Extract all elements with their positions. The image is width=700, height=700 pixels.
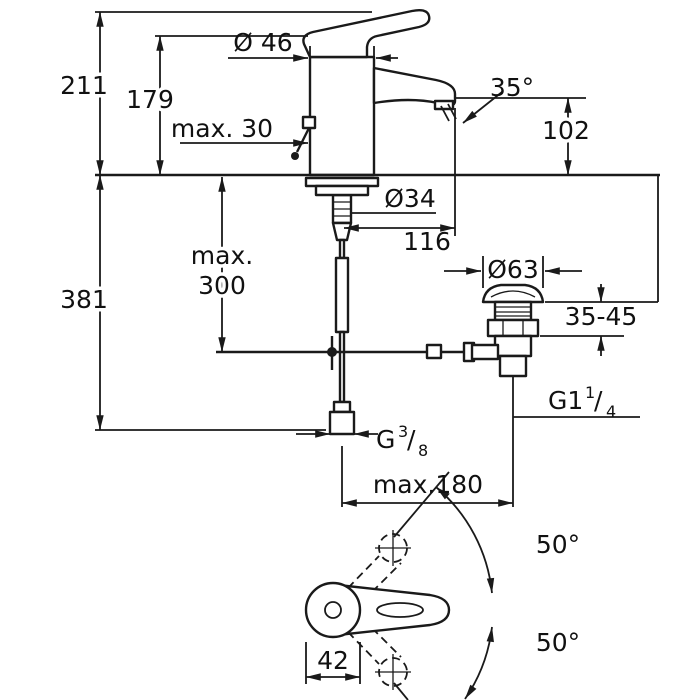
supply-nut	[328, 410, 356, 436]
dim-total-height-label: 211	[60, 71, 108, 100]
waste-flange-dome	[481, 283, 545, 304]
mounting-hardware	[304, 176, 380, 436]
dimension-labels: 211 179 Ø 46 max. 30 35° 102 Ø34 116 max…	[57, 28, 641, 679]
waste-threaded-body	[493, 300, 533, 322]
waste-body	[493, 334, 533, 358]
dim-waste-flange-label: Ø63	[487, 255, 539, 284]
rod-boss	[470, 343, 500, 361]
pull-rod-knob	[291, 152, 299, 160]
dimension-lines	[95, 11, 660, 684]
dim-max-deck-label: max. 30	[171, 114, 273, 143]
drain-assembly	[462, 283, 545, 378]
rod-clamp	[425, 343, 443, 360]
lever-handle	[302, 8, 431, 59]
supply-thread-slash: /	[407, 425, 416, 454]
dim-below-height-label: 381	[60, 285, 108, 314]
dim-max-offset-label: max.180	[373, 470, 483, 499]
waste-thread-label: G1 1 / 4	[548, 383, 616, 421]
dim-waste-deck-range-label: 35-45	[565, 302, 638, 331]
aerator	[433, 99, 455, 111]
dim-swivel-down-label: 50°	[536, 628, 580, 657]
shank-cone	[331, 221, 353, 242]
dim-swivel-up-label: 50°	[536, 530, 580, 559]
dim-max-hose-label-line2: 300	[198, 271, 246, 300]
flexible-hose	[334, 256, 350, 334]
supply-thread-base: G	[376, 425, 395, 454]
lever-top-view	[336, 583, 451, 637]
dim-spout-height-label: 102	[542, 116, 590, 145]
dim-cap-width-label: 42	[317, 646, 349, 675]
mounting-nut	[314, 184, 370, 197]
dim-max-hose-label-line1: max.	[191, 241, 253, 270]
supply-thread-numerator: 3	[398, 422, 408, 441]
waste-lock-nut	[486, 318, 540, 338]
waste-thread-numerator: 1	[585, 383, 595, 402]
dim-body-height-label: 179	[126, 85, 174, 114]
pop-up-rod	[216, 336, 468, 370]
waste-thread-denominator: 4	[606, 402, 616, 421]
rod-ball-joint	[327, 347, 337, 357]
supply-pipe	[338, 330, 346, 404]
dim-lever-diameter-label: Ø 46	[233, 28, 292, 57]
waste-thread-base: G1	[548, 386, 583, 415]
waste-thread-slash: /	[594, 386, 603, 415]
dim-hole-diameter-label: Ø34	[384, 184, 436, 213]
dim-spout-angle-label: 35°	[490, 73, 534, 102]
faucet-side-view	[291, 8, 457, 177]
cap-top-view	[304, 581, 362, 639]
pull-rod-guide	[301, 115, 317, 130]
faucet-top-view	[304, 471, 495, 700]
waste-tailpiece	[498, 354, 528, 378]
dim-spout-projection-label: 116	[403, 227, 451, 256]
supply-thread-denominator: 8	[418, 441, 428, 460]
spout	[372, 66, 457, 107]
supply-thread-label: G 3 / 8	[376, 422, 428, 460]
